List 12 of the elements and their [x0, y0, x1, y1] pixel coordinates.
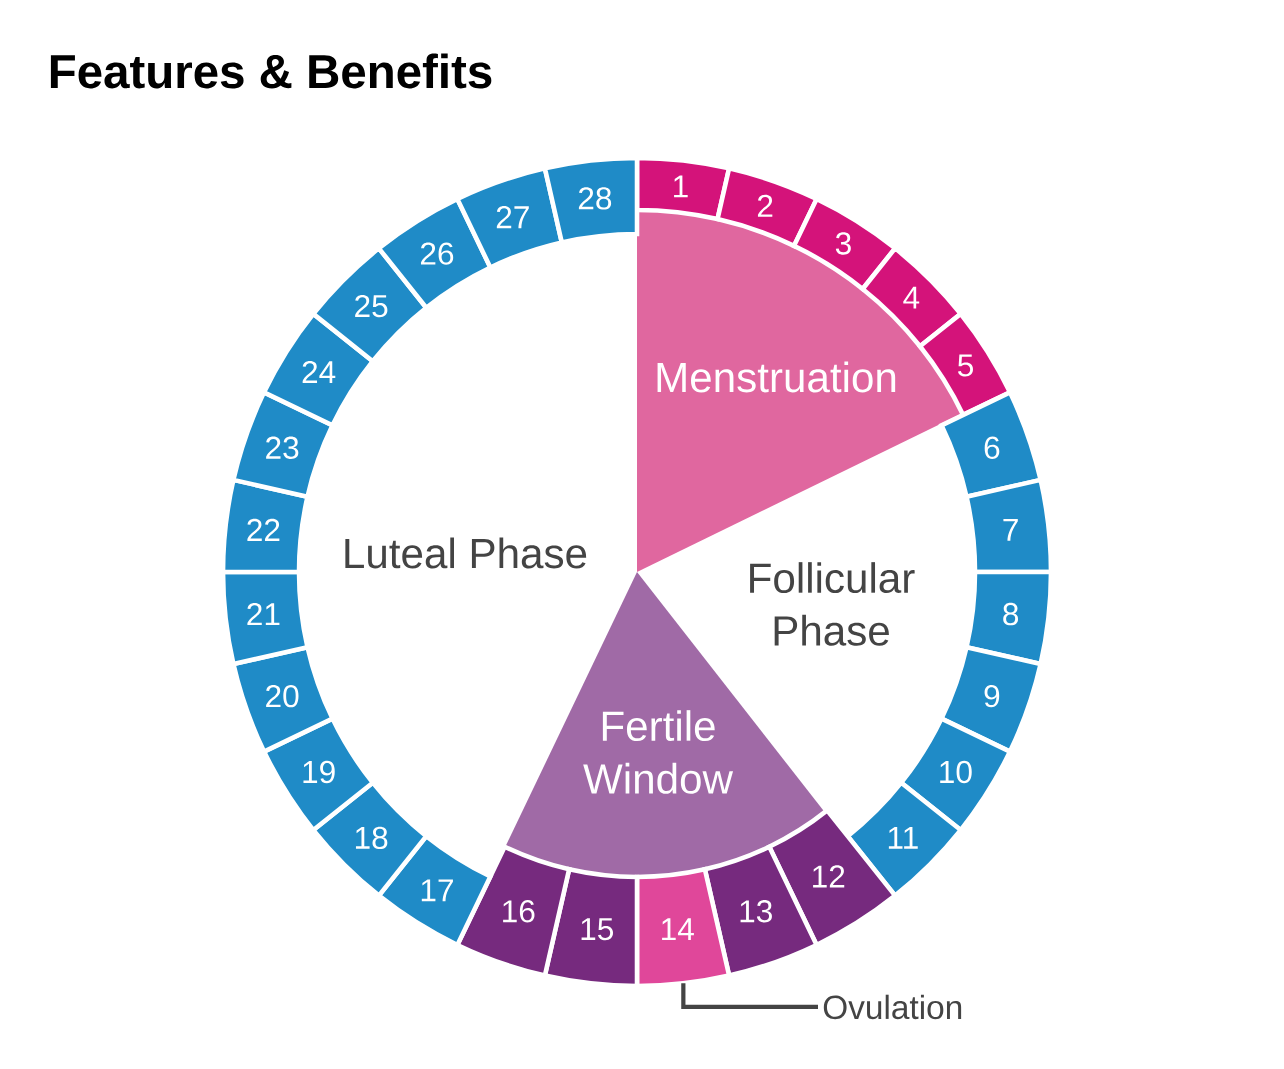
day-segment: 20	[231, 644, 335, 754]
day-segment: 16	[455, 844, 572, 978]
callout-label: Ovulation	[823, 994, 962, 1020]
day-segment: 28	[542, 155, 640, 245]
day-segment: 2	[715, 166, 819, 249]
day-segment: 23	[231, 390, 335, 500]
day-segment: 9	[939, 644, 1043, 754]
day-segment: 4	[860, 246, 963, 349]
day-segment: 3	[791, 196, 898, 292]
leader-line	[681, 983, 818, 1010]
phase-label: Luteal Phase	[345, 537, 587, 569]
title: Features & Benefits	[50, 53, 492, 89]
